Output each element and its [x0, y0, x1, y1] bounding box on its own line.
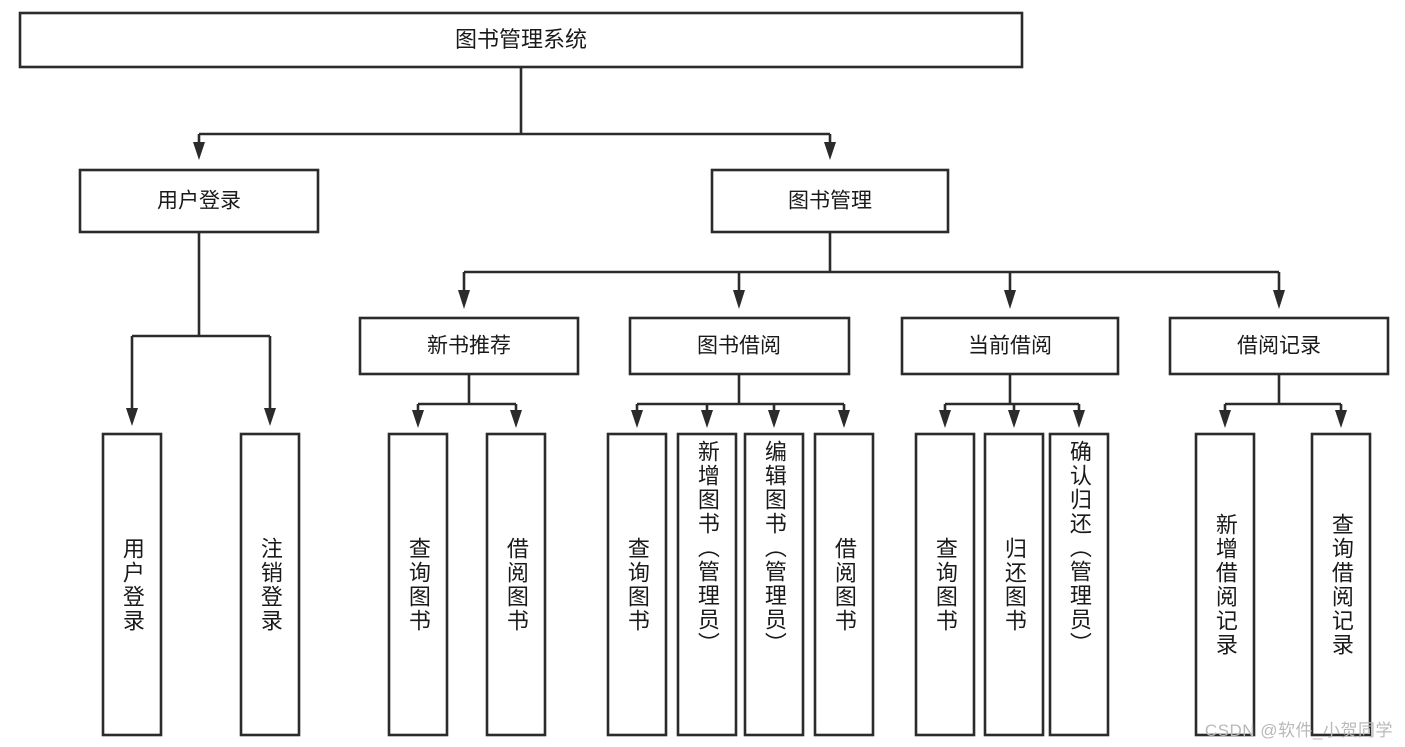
- arrowhead-r-add: [1219, 410, 1231, 428]
- leaf-box-nb-borrow-book[interactable]: [485, 432, 547, 737]
- leaf-box-user-login[interactable]: [101, 432, 163, 737]
- node-current-borrow-label: 当前借阅: [968, 335, 1052, 358]
- node-current-borrow[interactable]: 当前借阅: [900, 316, 1120, 376]
- leaf-box-c-query-book[interactable]: [914, 432, 976, 737]
- arrowhead-b-query: [631, 410, 643, 428]
- arrowhead-c-return: [1008, 410, 1020, 428]
- arrowhead-c-confirm: [1073, 410, 1085, 428]
- leaf-box-r-add-record[interactable]: [1194, 432, 1256, 737]
- connector-group-current: [939, 374, 1085, 428]
- arrowhead-nb-borrow: [510, 410, 522, 428]
- connector-group-root: [193, 67, 836, 160]
- connector-group-user-login: [126, 232, 276, 426]
- arrowhead-user-login: [193, 142, 205, 160]
- node-book-borrow-label: 图书借阅: [697, 335, 781, 358]
- connector-group-book-mgmt: [458, 232, 1285, 309]
- arrowhead-current: [1004, 290, 1016, 309]
- arrowhead-b-add: [701, 410, 713, 428]
- arrowhead-new-book: [458, 290, 470, 309]
- node-book-borrow-box[interactable]: [628, 316, 851, 376]
- arrowhead-record: [1273, 290, 1285, 309]
- leaf-box-logout[interactable]: [239, 432, 301, 737]
- watermark-text: CSDN @软件_小贺同学: [1204, 721, 1393, 740]
- arrowhead-leaf-user-login: [126, 408, 138, 426]
- node-new-book-recommend-label: 新书推荐: [427, 335, 511, 358]
- leaf-box-c-return-book[interactable]: [983, 432, 1045, 737]
- leaf-box-b-add-book[interactable]: [676, 432, 738, 737]
- leaf-boxes: [101, 432, 1372, 737]
- leaf-box-b-borrow-book[interactable]: [813, 432, 875, 737]
- arrowhead-b-borrow: [838, 410, 850, 428]
- leaf-box-b-query-book[interactable]: [606, 432, 668, 737]
- leaf-box-r-query-record[interactable]: [1310, 432, 1372, 737]
- leaf-box-c-confirm-return[interactable]: [1048, 432, 1110, 737]
- connector-group-new-book: [412, 374, 522, 428]
- arrowhead-borrow: [733, 290, 745, 309]
- node-new-book-recommend[interactable]: 新书推荐: [358, 316, 580, 376]
- node-book-borrow[interactable]: 图书借阅: [628, 316, 851, 376]
- node-book-management[interactable]: 图书管理: [710, 168, 950, 234]
- node-book-management-box[interactable]: [710, 168, 950, 234]
- arrowhead-b-edit: [768, 410, 780, 428]
- arrowhead-book-mgmt: [824, 142, 836, 160]
- arrowhead-r-query: [1335, 410, 1347, 428]
- node-user-login[interactable]: 用户登录: [78, 168, 320, 234]
- node-current-borrow-box[interactable]: [900, 316, 1120, 376]
- node-book-management-label: 图书管理: [788, 190, 872, 213]
- node-root[interactable]: 图书管理系统: [18, 11, 1024, 69]
- arrowhead-nb-query: [412, 410, 424, 428]
- connector-group-record: [1219, 374, 1347, 428]
- node-new-book-recommend-box[interactable]: [358, 316, 580, 376]
- node-root-box[interactable]: [18, 11, 1024, 69]
- node-borrow-record-box[interactable]: [1168, 316, 1390, 376]
- node-borrow-record[interactable]: 借阅记录: [1168, 316, 1390, 376]
- arrowhead-c-query: [939, 410, 951, 428]
- arrowhead-leaf-logout: [264, 408, 276, 426]
- node-root-label: 图书管理系统: [455, 27, 587, 52]
- node-borrow-record-label: 借阅记录: [1237, 335, 1321, 358]
- connector-group-borrow: [631, 374, 850, 428]
- leaf-box-nb-query-book[interactable]: [387, 432, 449, 737]
- leaf-box-b-edit-book[interactable]: [743, 432, 805, 737]
- node-user-login-box[interactable]: [78, 168, 320, 234]
- node-user-login-label: 用户登录: [157, 190, 241, 213]
